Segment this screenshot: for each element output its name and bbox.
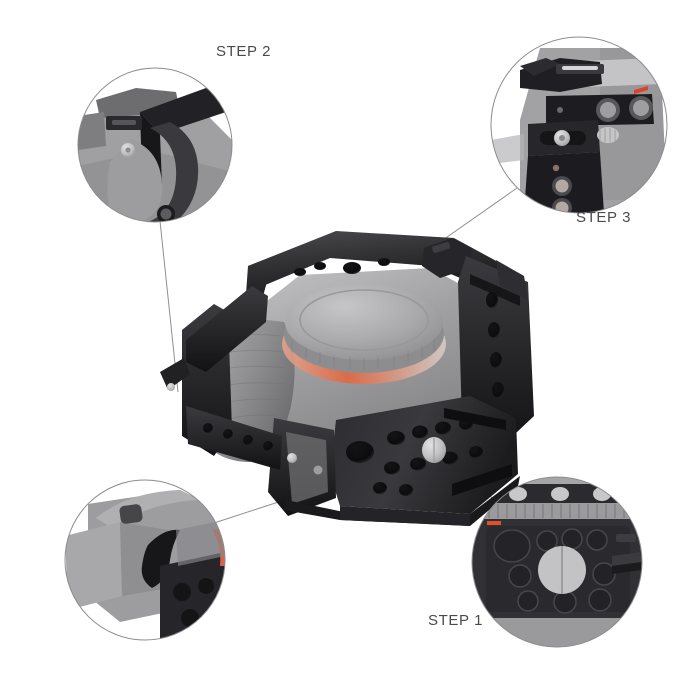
detail-hot-shoe-inner xyxy=(562,66,598,70)
cage-right-hole-column xyxy=(486,292,504,398)
detail-top-hole-1 xyxy=(509,487,527,501)
cage-top-left-wing xyxy=(186,286,268,372)
detail-lens-barrel xyxy=(78,112,106,150)
detail-port-hole-inner xyxy=(160,208,172,220)
detail-ghost-edge xyxy=(491,134,524,164)
cage-front-lower-slot xyxy=(452,464,512,496)
detail-grip-contour xyxy=(148,122,199,222)
cage-right-rail-slot xyxy=(470,274,520,306)
large-access-hole xyxy=(346,441,374,463)
detail-hole xyxy=(536,530,558,552)
mounting-hole xyxy=(412,425,428,439)
cage-left-screw xyxy=(167,383,175,391)
detail-side-rail-slot xyxy=(612,552,642,566)
detail-hole xyxy=(561,528,583,550)
detail-lower-hole-1-inner xyxy=(555,179,569,193)
detail-hole xyxy=(588,588,612,612)
cage-left-lip xyxy=(160,358,190,390)
detail-plate-hole xyxy=(198,578,214,594)
detail-hole xyxy=(586,529,608,551)
detail-logo-mark xyxy=(616,534,636,542)
callout-step1 xyxy=(471,476,643,648)
cage-left-bottom-rail xyxy=(186,406,282,470)
detail-big-oval-hole xyxy=(493,529,531,563)
detail-side-rail-slot-2 xyxy=(612,562,642,574)
detail-thumb-screw-center xyxy=(125,147,131,153)
detail-plate-screw-center xyxy=(559,135,565,141)
step-label-2: STEP 2 xyxy=(216,43,272,60)
detail-top-hole-2 xyxy=(551,487,569,501)
detail-cage-latch-hook xyxy=(141,529,180,588)
detail-grip-body xyxy=(107,140,163,222)
lens-cap-inner-ring xyxy=(299,289,429,351)
detail-cage-top-plate xyxy=(140,88,232,134)
cage-base-front-lip xyxy=(340,506,470,526)
battery-door-panel xyxy=(286,432,328,504)
mounting-hole xyxy=(399,484,413,496)
detail-battery-block xyxy=(65,522,122,610)
detail-clamp-slot xyxy=(112,120,136,125)
mounting-hole xyxy=(384,461,400,475)
cage-right-rear-post xyxy=(496,260,528,300)
mounting-hole xyxy=(387,431,405,445)
detail-top-nub xyxy=(119,504,143,524)
detail-cage-shoe-tab xyxy=(520,58,560,76)
detail-side-shadow xyxy=(176,520,225,566)
mounting-hole xyxy=(410,457,426,471)
detail-mount-hole-left-inner xyxy=(600,102,616,118)
cage-top-right-tab xyxy=(432,241,451,254)
mounting-hole xyxy=(435,421,451,435)
detail-knurl-lines xyxy=(599,128,616,142)
detail-small-pin xyxy=(557,107,563,113)
detail-knurled-screw xyxy=(597,127,619,143)
callout-circle-step3 xyxy=(490,36,668,214)
mounting-hole xyxy=(442,451,458,465)
cage-front-upper-slot xyxy=(444,408,506,430)
step-label-3: STEP 3 xyxy=(576,209,632,226)
cage-top-holes xyxy=(294,258,390,276)
cage-left-rail-holes xyxy=(203,423,273,451)
detail-plate-hole xyxy=(173,583,191,601)
callout-circle-step1 xyxy=(471,476,643,648)
mounting-hole xyxy=(469,446,483,458)
detail-panel-dot xyxy=(552,164,560,172)
callout-step2 xyxy=(77,67,233,223)
callout-detail-left xyxy=(64,479,226,641)
callout-circle-step2 xyxy=(77,67,233,223)
detail-hole xyxy=(517,590,539,612)
detail-accent-tick xyxy=(634,86,648,94)
detail-hole xyxy=(592,562,616,586)
mounting-hole xyxy=(373,482,387,494)
callout-circle-detail-left xyxy=(64,479,226,641)
cage-front-hole-pattern xyxy=(346,418,483,496)
cage-left-rail-screw xyxy=(287,453,297,463)
battery-door-latch xyxy=(313,465,323,475)
step-label-1: STEP 1 xyxy=(428,612,484,629)
detail-mount-hole-right-inner xyxy=(633,100,649,116)
detail-ribbed-band xyxy=(472,503,642,519)
lens-barrel-knurl xyxy=(291,339,435,370)
camera-cage-assembly xyxy=(160,231,534,526)
detail-hole xyxy=(508,564,532,588)
callout-step3 xyxy=(490,36,668,214)
detail-accent-mark xyxy=(487,521,501,525)
detail-plate-hole xyxy=(214,592,225,608)
detail-plate-hole xyxy=(181,609,199,627)
detail-hole xyxy=(553,590,577,614)
lens-cap xyxy=(285,284,443,360)
